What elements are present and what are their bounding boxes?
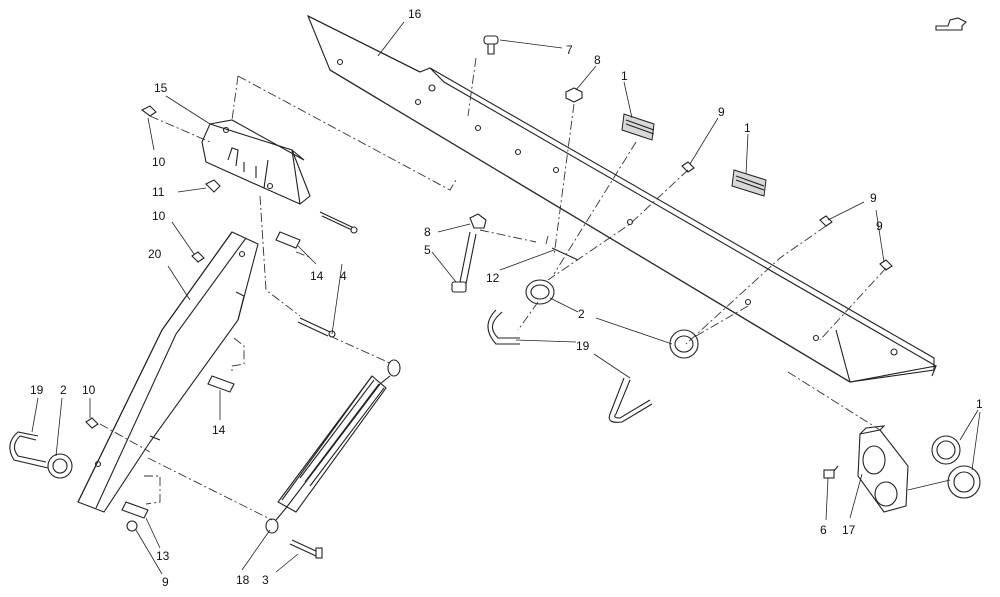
callout-9: 9: [876, 219, 883, 233]
part-11-nut: [205, 179, 221, 193]
part-4-bolt-lower: [297, 317, 336, 338]
callout-2: 2: [578, 307, 585, 321]
part-12-pin: [551, 247, 579, 261]
callout-19: 19: [576, 339, 590, 353]
part-14-spacer-upper: [275, 231, 301, 249]
part-16-channel: [306, 14, 937, 383]
callout-17: 17: [842, 523, 856, 537]
callout-14: 14: [212, 423, 226, 437]
part-10-nut-b: [191, 251, 205, 263]
callout-13: 13: [156, 549, 170, 563]
callout-12: 12: [486, 271, 500, 285]
callout-4: 4: [340, 269, 347, 283]
callout-14: 14: [310, 269, 324, 283]
callout-8: 8: [424, 225, 431, 239]
part-20-arm: [77, 231, 259, 513]
callout-9: 9: [162, 575, 169, 589]
part-1-bushing-b: [731, 169, 767, 197]
part-19-ubolt-a: [487, 309, 520, 345]
callout-9: 9: [870, 191, 877, 205]
callout-8: 8: [594, 53, 601, 67]
part-13-spacer: [121, 501, 149, 519]
part-10-nut-a: [140, 105, 157, 117]
part-9-nut-a: [681, 161, 695, 173]
assembly-centerlines: [99, 57, 887, 521]
part-18-spring: [265, 359, 401, 534]
part-7-bolt: [483, 35, 499, 55]
leader-lines: [31, 21, 981, 575]
callout-19: 19: [30, 383, 44, 397]
callout-3: 3: [262, 573, 269, 587]
callout-11: 11: [152, 185, 165, 199]
part-5-bolt: [451, 231, 477, 293]
part-1-bushing-a: [621, 113, 655, 141]
callout-9: 9: [718, 105, 725, 119]
hand-pointing-icon: [935, 17, 967, 31]
part-17-plate: [857, 425, 909, 513]
part-8-nut-upper: [565, 87, 583, 103]
callout-20: 20: [148, 247, 162, 261]
part-2-bushing-a: [525, 279, 555, 305]
callout-16: 16: [408, 7, 422, 21]
callout-10: 10: [82, 383, 96, 397]
part-15-bracket: [201, 119, 311, 205]
callout-10: 10: [152, 155, 166, 169]
callout-1: 1: [744, 121, 751, 135]
part-1-bushing-d: [947, 465, 981, 499]
callout-7: 7: [566, 43, 573, 57]
part-2-bushing-b: [669, 329, 699, 359]
callout-18: 18: [236, 573, 250, 587]
part-14-spacer-lower: [207, 375, 235, 393]
part-4-bolt-upper: [319, 211, 358, 234]
part-9-nut-b: [819, 215, 833, 227]
part-8-nut-lower: [469, 213, 487, 229]
callout-2: 2: [60, 383, 67, 397]
part-19-ubolt-b: [608, 377, 653, 423]
callout-10: 10: [152, 209, 166, 223]
callout-5: 5: [424, 243, 431, 257]
part-19-ubolt-c: [9, 431, 49, 469]
callout-15: 15: [154, 81, 168, 95]
callout-6: 6: [820, 523, 827, 537]
callout-1: 1: [621, 69, 628, 83]
part-3-bolt: [289, 539, 323, 559]
part-6-bolt: [823, 465, 839, 479]
part-10-nut-c: [85, 417, 99, 429]
callout-1: 1: [976, 397, 983, 411]
callout-labels: 16 7 8 1 9 1 15 10 11 10 20 14 4 8 5 12 …: [30, 7, 983, 589]
part-2-bushing-c: [47, 453, 73, 479]
part-1-bushing-c: [931, 435, 961, 465]
part-9-washer-d: [126, 520, 138, 532]
